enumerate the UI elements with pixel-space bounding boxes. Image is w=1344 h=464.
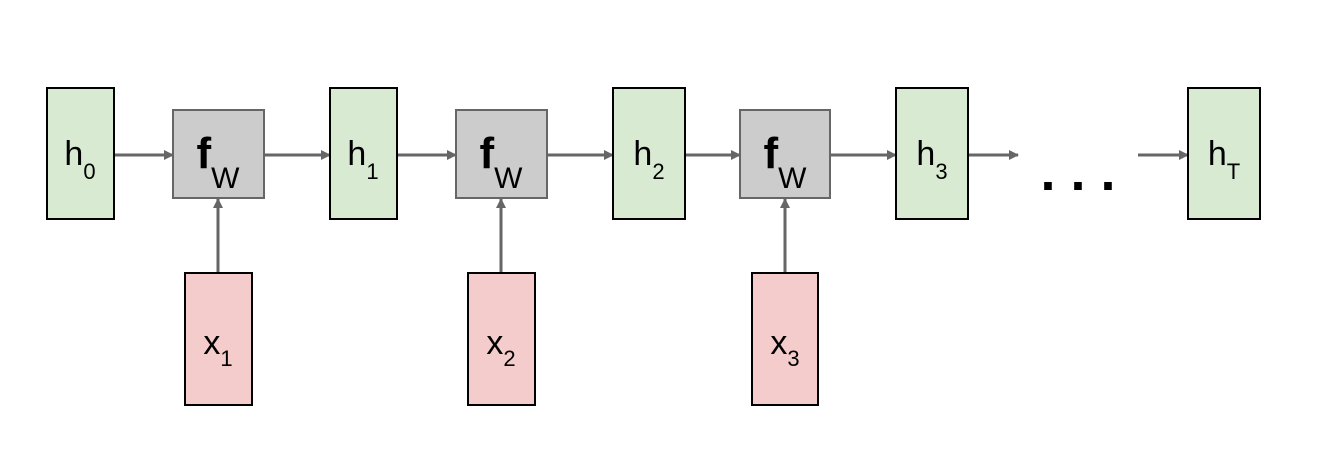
input-label: x	[486, 324, 503, 362]
input-x2: x2	[467, 272, 536, 406]
function-fw-3: fW	[739, 109, 831, 199]
svg-text:x2: x2	[486, 324, 515, 371]
hidden-state-hT: hT	[1187, 87, 1261, 220]
input-label: x	[203, 324, 220, 362]
function-subscript: W	[211, 162, 240, 195]
hidden-state-subscript: 0	[83, 159, 95, 184]
function-label: f	[197, 129, 212, 178]
svg-text:fW: fW	[764, 129, 808, 195]
function-fw-2: fW	[455, 109, 548, 199]
functions-group: fW fW fW	[172, 109, 831, 199]
hidden-state-h0: h0	[46, 87, 115, 220]
function-subscript: W	[494, 162, 523, 195]
input-subscript: 1	[220, 346, 232, 371]
svg-text:h2: h2	[633, 135, 664, 184]
arrows-group	[114, 150, 1189, 273]
inputs-group: x1 x2 x3	[184, 272, 819, 406]
function-fw-1: fW	[172, 109, 265, 199]
function-subscript: W	[778, 162, 807, 195]
input-label: x	[770, 324, 787, 362]
function-label: f	[480, 129, 495, 178]
hidden-state-label: h	[347, 135, 366, 173]
hidden-state-label: h	[1208, 135, 1227, 173]
input-x3: x3	[751, 272, 819, 406]
svg-text:h0: h0	[64, 135, 95, 184]
hidden-state-label: h	[916, 135, 935, 173]
hidden-state-h3: h3	[895, 87, 969, 220]
hidden-state-label: h	[64, 135, 83, 173]
hidden-state-label: h	[633, 135, 652, 173]
svg-text:hT: hT	[1208, 135, 1240, 184]
svg-text:h3: h3	[916, 135, 947, 184]
input-subscript: 2	[503, 346, 515, 371]
hidden-state-h1: h1	[329, 87, 398, 220]
hidden-state-subscript: T	[1227, 159, 1240, 184]
svg-text:fW: fW	[197, 129, 241, 195]
hidden-states-group: h0 h1 h2 h3 hT	[46, 87, 1261, 220]
svg-text:h1: h1	[347, 135, 378, 184]
hidden-state-subscript: 2	[652, 159, 664, 184]
input-x1: x1	[184, 272, 253, 406]
svg-text:fW: fW	[480, 129, 524, 195]
ellipsis: . . .	[1040, 142, 1115, 202]
hidden-state-h2: h2	[612, 87, 686, 220]
hidden-state-subscript: 3	[935, 159, 947, 184]
hidden-state-subscript: 1	[366, 159, 378, 184]
input-subscript: 3	[787, 346, 799, 371]
svg-text:x3: x3	[770, 324, 799, 371]
svg-text:x1: x1	[203, 324, 232, 371]
function-label: f	[764, 129, 779, 178]
